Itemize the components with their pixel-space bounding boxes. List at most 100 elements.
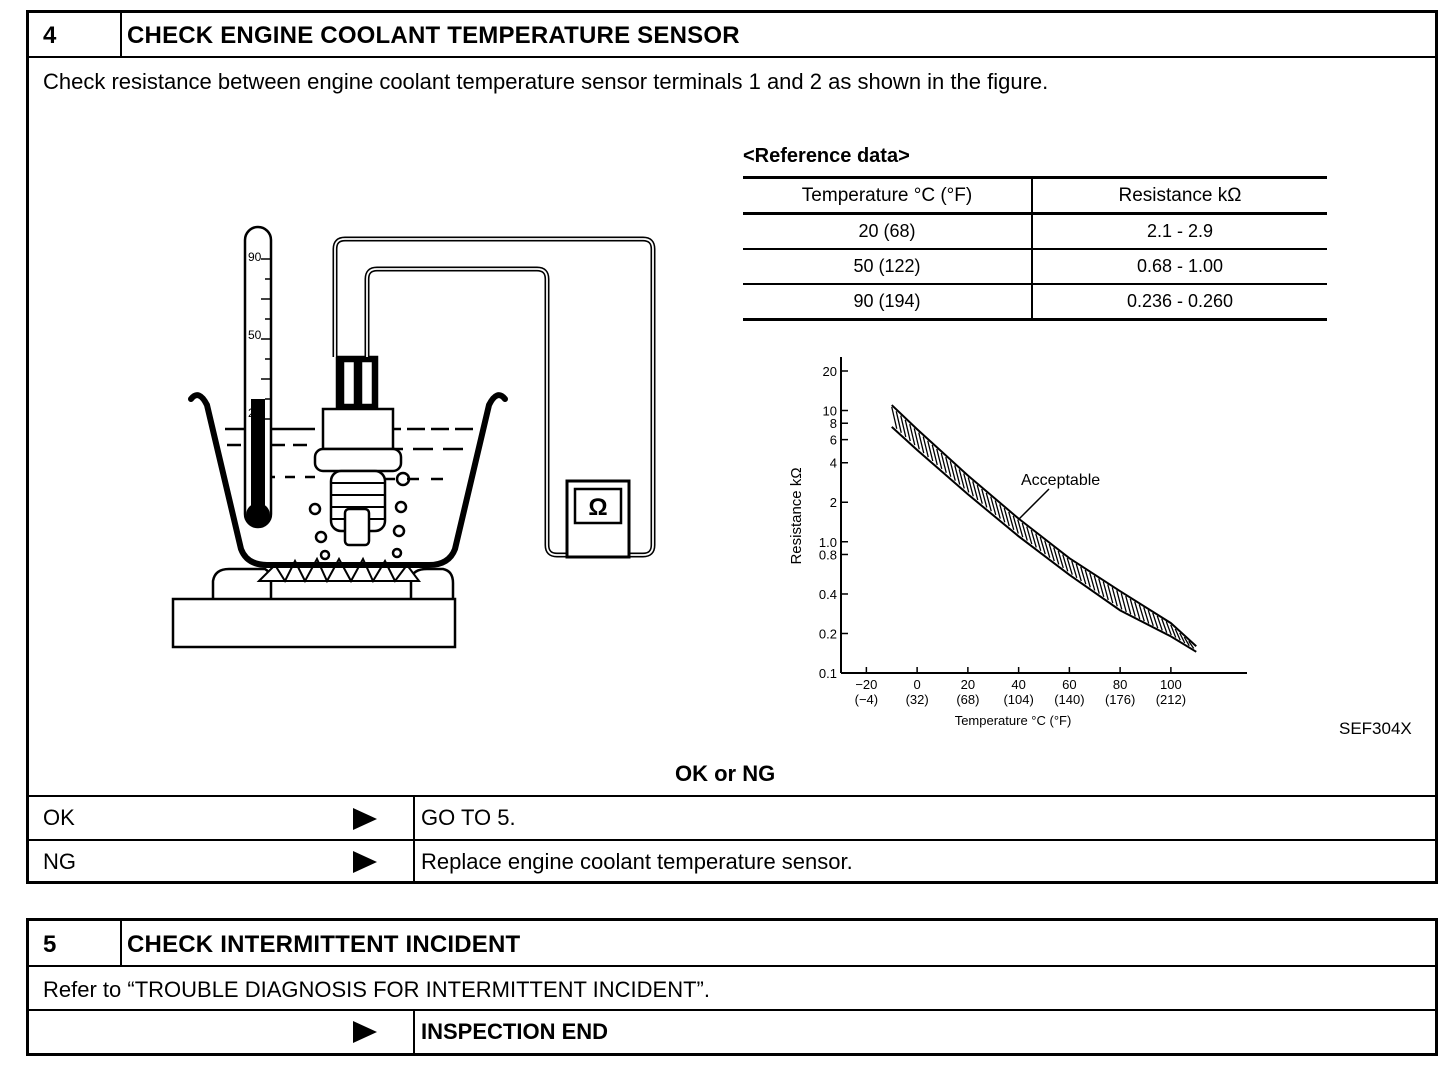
y-tick-label: 20 [823,364,837,379]
band-hatch [967,477,974,497]
x-axis-label: Temperature °C (°F) [955,713,1072,728]
band-hatch [936,448,943,470]
band-hatch [1143,607,1150,624]
reference-data-table: Temperature °C (°F) Resistance kΩ 20 (68… [743,176,1327,321]
sensor-test-illustration: 90 50 20 Ω [171,225,656,649]
x-tick-sublabel: (68) [956,692,979,707]
step5-instruction: Refer to “TROUBLE DIAGNOSIS FOR INTERMIT… [43,977,710,1002]
band-hatch [1071,560,1078,579]
band-hatch [904,419,911,442]
band-hatch [1044,540,1051,558]
x-tick-label: 0 [914,677,921,692]
table-row: 90 (194) 0.236 - 0.260 [743,284,1327,321]
step4-header-divider [120,13,122,56]
x-tick-label: 40 [1011,677,1025,692]
acceptable-label: Acceptable [1021,472,1100,489]
y-tick-label: 4 [830,456,837,471]
band-hatch [1026,526,1033,545]
step5-box: 5 CHECK INTERMITTENT INCIDENT Refer to “… [26,918,1438,1056]
table-cell-resistance: 2.1 - 2.9 [1032,213,1327,250]
x-tick-sublabel: (32) [906,692,929,707]
thermometer-mark-90: 90 [248,250,262,264]
table-cell-resistance: 0.68 - 1.00 [1032,249,1327,285]
y-tick-label: 0.1 [819,666,837,681]
band-hatch [1161,618,1168,633]
band-hatch [1098,578,1105,597]
band-hatch [1165,621,1172,636]
step5-number: 5 [43,931,57,958]
band-hatch [913,428,920,450]
band-hatch [891,406,898,429]
band-hatch [1089,572,1096,591]
step5-instruction-row: Refer to “TROUBLE DIAGNOSIS FOR INTERMIT… [29,967,1435,1011]
result-action-ok: GO TO 5. [421,805,516,830]
band-hatch [1021,522,1028,541]
x-tick-label: −20 [855,677,877,692]
ohmmeter-display [573,487,623,525]
x-tick-sublabel: (−4) [855,692,878,707]
band-hatch [927,440,934,462]
reference-data-title: <Reference data> [743,145,910,167]
band-hatch [1003,507,1010,527]
table-cell-temperature: 50 (122) [743,249,1033,285]
table-header-resistance: Resistance kΩ [1032,176,1327,215]
ohmmeter-symbol: Ω [588,494,607,521]
band-hatch [1075,563,1082,582]
band-hatch [1039,536,1046,555]
band-hatch [994,500,1001,519]
band-hatch [1183,636,1190,647]
band-hatch [1093,575,1100,594]
result-row-ng: NG Replace engine coolant temperature se… [29,839,1435,881]
band-hatch [1008,511,1015,530]
band-hatch [1062,554,1069,572]
arrow-right-icon [353,851,377,873]
table-cell-temperature: 90 (194) [743,284,1033,321]
band-lower-limit [891,426,1197,653]
band-hatch [1174,628,1181,641]
water-bubbles [308,471,411,561]
result-divider [413,1011,415,1053]
band-hatch [1129,598,1136,617]
band-hatch [1125,595,1132,615]
x-tick-label: 100 [1160,677,1182,692]
table-row: 20 (68) 2.1 - 2.9 [743,213,1327,250]
band-hatch [1116,590,1123,610]
result-row-ok: OK GO TO 5. [29,795,1435,839]
band-hatch [1017,519,1024,538]
step5-title: CHECK INTERMITTENT INCIDENT [127,931,521,958]
table-header-temperature: Temperature °C (°F) [743,176,1033,215]
acceptable-band [891,405,1197,652]
band-hatch [999,504,1006,523]
table-cell-resistance: 0.236 - 0.260 [1032,284,1327,321]
band-hatch [1048,543,1055,562]
band-hatch [985,492,992,512]
step4-box: 4 CHECK ENGINE COOLANT TEMPERATURE SENSO… [26,10,1438,884]
result-status-ok: OK [43,805,75,830]
step5-result-row: INSPECTION END [29,1011,1435,1053]
arrow-right-icon [353,1021,377,1043]
band-hatch [1170,624,1177,638]
band-hatch [931,444,938,466]
y-tick-label: 6 [830,433,837,448]
result-divider [413,797,415,839]
band-hatch [963,473,970,493]
table-cell-temperature: 20 (68) [743,213,1033,250]
x-tick-sublabel: (212) [1156,692,1186,707]
band-hatch [900,415,907,438]
acceptable-leader-line [1018,488,1050,520]
band-hatch [918,432,925,454]
y-tick-label: 2 [830,495,837,510]
band-hatch [972,481,979,501]
thermometer [243,225,273,529]
y-tick-label: 0.2 [819,626,837,641]
y-tick-label: 10 [823,404,837,419]
band-hatch [940,452,947,473]
y-tick-label: 8 [830,416,837,431]
y-tick-label: 1.0 [819,535,837,550]
band-hatch [1107,584,1114,604]
band-hatch [958,469,965,489]
x-tick-label: 20 [961,677,975,692]
band-hatch [909,423,916,446]
